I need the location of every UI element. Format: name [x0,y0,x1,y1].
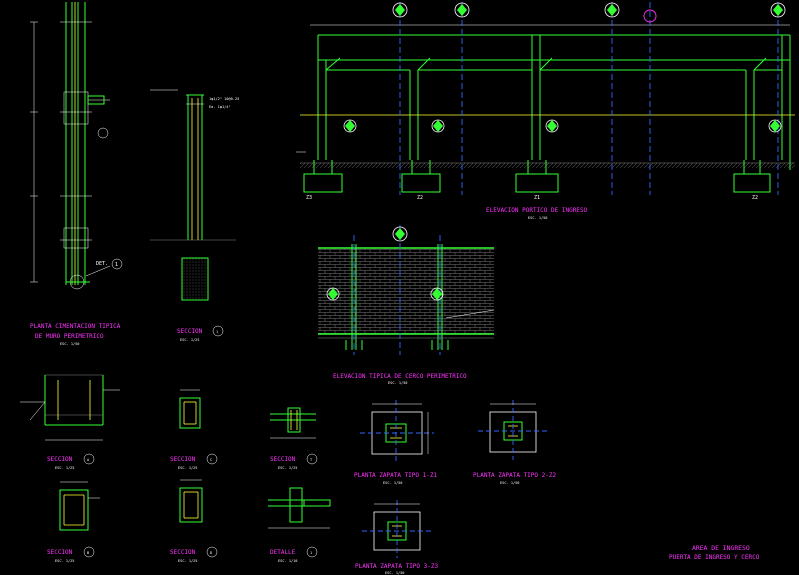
elevacion-cerco-title: ELEVACION TIPICA DE CERCO PERIMETRICO [333,373,467,380]
planta-zapata-z3-title: PLANTA ZAPATA TIPO 3-Z3 [355,563,438,570]
seccion-c-scale: ESC. 1/25 [178,466,197,470]
seccion-c-drawing [179,389,201,429]
seccion-a-title: SECCION [47,456,73,463]
planta-zapata-z3-scale: ESC. 1/50 [385,571,404,575]
detalle-1-title: DETALLE [270,549,296,556]
svg-text:1: 1 [115,262,118,268]
svg-text:DET.: DET. [96,261,108,267]
title-block-line-2: PUERTA DE INGRESO Y CERCO [669,554,760,561]
seccion-b-drawing [59,481,100,531]
planta-zapata-z3-drawing [362,500,432,558]
seccion-b-scale: ESC. 1/25 [55,559,74,563]
title-block-line-1: AREA DE INGRESO [692,544,750,552]
seccion-d-title: SECCION [170,549,196,556]
seccion-b-title: SECCION [47,549,73,556]
seccion-t-scale: ESC. 1/25 [278,466,297,470]
elevacion-portico-drawing [296,2,795,195]
planta-zapata-z1-drawing [360,400,434,462]
seccion-d-id: D [210,551,212,555]
seccion-t-id: T [310,458,313,462]
zapata-z2b-label: Z2 [752,195,758,201]
elevacion-cerco-scale: ESC. 1/50 [388,381,407,385]
seccion-a-id: A [87,458,90,462]
seccion-c-id: C [210,458,212,462]
det1-label: DET. [96,261,108,267]
zapata-z1-label: Z1 [534,195,540,201]
zapata-z2a-label: Z2 [417,195,423,201]
planta-cimentacion-title: PLANTA CIMENTACION TIPICA [30,323,121,330]
seccion-1-number: 1 [216,330,218,334]
seccion-t-drawing [270,407,316,439]
seccion-1-title: SECCION [177,328,203,335]
detalle-1-drawing [268,487,331,529]
elevacion-portico-title: ELEVACION PORTICO DE INGRESO [486,207,588,214]
seccion-1-scale: ESC. 1/25 [180,338,199,342]
planta-zapata-z1-title: PLANTA ZAPATA TIPO 1-Z1 [354,472,437,479]
det1-number: 1 [115,262,118,268]
planta-zapata-z2-scale: ESC. 1/50 [500,481,519,485]
seccion-c-title: SECCION [170,456,196,463]
detalle-1-scale: ESC. 1/10 [278,559,297,563]
seccion-a-drawing [20,374,120,441]
seccion-d-scale: ESC. 1/25 [178,559,197,563]
detalle-1-number: 1 [310,551,312,555]
svg-text:1φ1/2" 10@0.25: 1φ1/2" 10@0.25 [209,97,239,101]
seccion-1-drawing: 1φ1/2" 10@0.25 Ea. 1φ1/4" [150,89,239,301]
seccion-a-scale: ESC. 1/25 [55,466,74,470]
planta-zapata-z2-title: PLANTA ZAPATA TIPO 2-Z2 [473,472,556,479]
planta-cimentacion-drawing: DET. 1 [30,2,123,290]
planta-cimentacion-scale: ESC. 1/50 [60,342,79,346]
seccion-t-title: SECCION [270,456,296,463]
planta-zapata-z1-scale: ESC. 1/50 [383,481,402,485]
elevacion-cerco-drawing [318,225,495,355]
seccion-d-drawing [179,479,203,523]
seccion-b-id: B [87,551,89,555]
planta-zapata-z2-drawing [478,400,548,460]
zapata-z3-label: Z3 [306,195,312,201]
planta-cimentacion-title-2: DE MURO PERIMETRICO [35,333,104,340]
svg-text:Ea. 1φ1/4": Ea. 1φ1/4" [209,105,231,109]
elevacion-portico-scale: ESC. 1/50 [528,216,547,220]
